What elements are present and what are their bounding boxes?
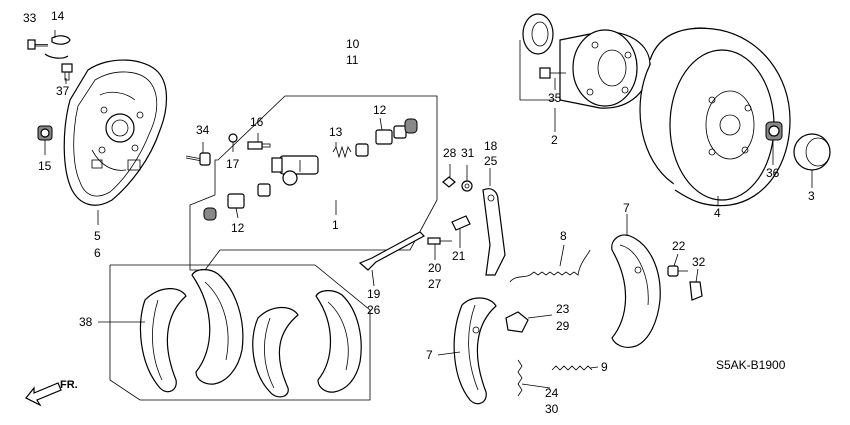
callout-27: 27 xyxy=(428,277,442,291)
hub-kit-outline xyxy=(519,40,556,101)
spring-24 xyxy=(517,359,523,397)
arrow-icon xyxy=(25,382,62,407)
clip-14 xyxy=(44,35,71,59)
cap-17 xyxy=(228,133,238,143)
callout-21: 21 xyxy=(452,249,466,263)
hub-cap-3 xyxy=(793,133,831,171)
pin-22 xyxy=(667,265,688,277)
piston-cup-left xyxy=(203,183,271,221)
callout-16: 16 xyxy=(250,115,264,129)
wheel-cylinder-kit-outline xyxy=(189,95,438,271)
spring-13 xyxy=(332,145,352,159)
bolt-33 xyxy=(27,39,48,50)
callouts: 33 14 37 15 5 6 10 11 34 16 17 13 12 12 … xyxy=(23,9,815,416)
callout-19: 19 xyxy=(367,287,381,301)
callout-7-right: 7 xyxy=(623,201,630,215)
bolt-37 xyxy=(61,63,73,81)
shoe-set-shoe-3 xyxy=(252,306,299,398)
callout-4: 4 xyxy=(714,206,721,220)
callout-30: 30 xyxy=(545,402,559,416)
callout-33: 33 xyxy=(23,11,37,25)
callout-15: 15 xyxy=(38,159,52,173)
shoe-set-shoe-2 xyxy=(191,269,244,385)
callout-17: 17 xyxy=(226,157,240,171)
return-spring-8 xyxy=(509,249,591,283)
callout-14: 14 xyxy=(51,9,65,23)
callout-26: 26 xyxy=(367,303,381,317)
nut-15 xyxy=(37,125,53,141)
callout-36: 36 xyxy=(766,166,780,180)
callout-22: 22 xyxy=(672,239,686,253)
callout-20: 20 xyxy=(428,261,442,275)
spring-9 xyxy=(551,365,593,371)
front-direction-arrow: FR. xyxy=(25,379,78,407)
callout-8: 8 xyxy=(560,229,567,243)
hub-nut-36 xyxy=(765,121,783,141)
shoe-set-outline xyxy=(109,264,371,401)
brake-shoe-right xyxy=(611,234,661,349)
callout-25: 25 xyxy=(484,154,498,168)
callout-11: 11 xyxy=(346,53,359,67)
clip-32 xyxy=(689,281,703,301)
brake-drum xyxy=(639,27,791,207)
direction-label: FR. xyxy=(60,379,78,391)
callout-12-lower: 12 xyxy=(231,221,245,235)
callout-7-left: 7 xyxy=(426,348,433,362)
wheel-cylinder xyxy=(271,155,319,186)
shoe-set-shoe-4 xyxy=(315,290,362,393)
washer-31 xyxy=(461,180,473,192)
brake-shoe-left xyxy=(453,297,497,405)
callout-35: 35 xyxy=(548,91,562,105)
callout-28: 28 xyxy=(443,146,457,160)
callout-5: 5 xyxy=(94,229,101,243)
hub-seal xyxy=(522,13,554,55)
diagram-code: S5AK-B1900 xyxy=(716,358,786,372)
callout-34: 34 xyxy=(196,123,210,137)
bleeder-screw-16 xyxy=(247,141,271,150)
callout-6: 6 xyxy=(94,246,101,260)
bolt-34 xyxy=(185,152,211,166)
parking-brake-lever xyxy=(482,188,506,276)
callout-23: 23 xyxy=(556,302,570,316)
backing-plate xyxy=(63,59,168,206)
callout-32: 32 xyxy=(692,255,706,269)
callout-13: 13 xyxy=(329,125,343,139)
callout-18: 18 xyxy=(484,139,498,153)
callout-9: 9 xyxy=(601,360,608,374)
bracket-23 xyxy=(505,311,529,333)
callout-29: 29 xyxy=(556,319,570,333)
adjuster-rod-19 xyxy=(358,231,425,271)
hub-bearing xyxy=(559,29,651,109)
pin-20 xyxy=(427,237,452,245)
callout-1: 1 xyxy=(332,218,339,232)
callout-3: 3 xyxy=(808,189,815,203)
leader-lines xyxy=(44,30,813,389)
callout-12-upper: 12 xyxy=(373,103,387,117)
callout-38: 38 xyxy=(79,315,93,329)
callout-37: 37 xyxy=(56,84,70,98)
callout-24: 24 xyxy=(545,386,559,400)
callout-2: 2 xyxy=(551,133,558,147)
adjuster-bolt-21 xyxy=(451,215,471,231)
shoe-set-shoe-1 xyxy=(139,288,187,393)
wheel-bolt-35 xyxy=(539,67,566,79)
callout-10: 10 xyxy=(346,37,360,51)
callout-31: 31 xyxy=(461,146,475,160)
piston-cup-right xyxy=(355,118,418,157)
clip-28 xyxy=(442,176,456,188)
